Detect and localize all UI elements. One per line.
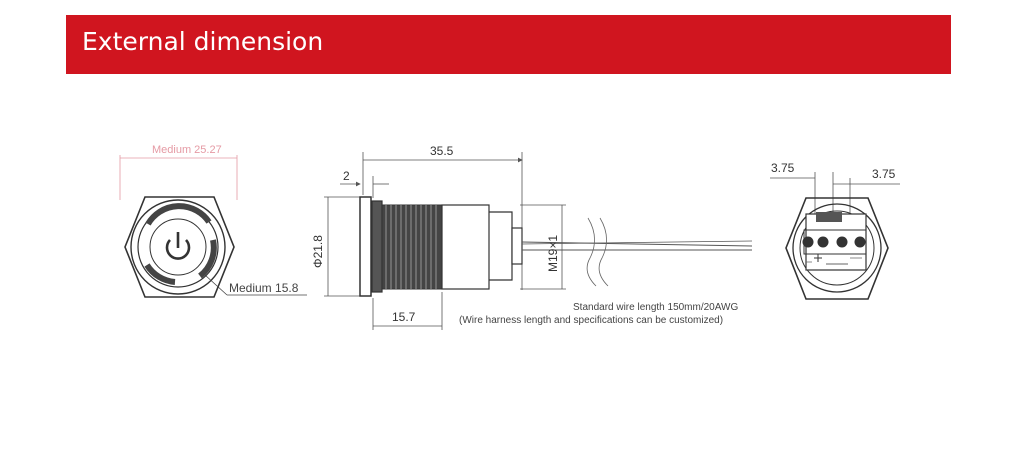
front-bottom-dimension: Medium 15.8 xyxy=(229,281,299,295)
page-title: External dimension xyxy=(82,27,324,56)
power-icon xyxy=(165,232,191,260)
wire-note-line1: Standard wire length 150mm/20AWG xyxy=(573,302,738,313)
side-body-dimension: 15.7 xyxy=(392,310,416,324)
side-flange-dimension: 2 xyxy=(343,169,350,183)
side-length-dimension: 35.5 xyxy=(430,144,454,158)
header-banner: External dimension xyxy=(66,15,951,74)
side-view: 35.5 2 Φ21.8 xyxy=(311,144,753,330)
back-left-dimension: 3.75 xyxy=(771,161,795,175)
back-view: 3.75 3.75 xyxy=(770,161,900,300)
hex-nut xyxy=(124,196,235,298)
front-top-dimension: Medium 25.27 xyxy=(152,144,222,156)
wire-note-line2: (Wire harness length and specifications … xyxy=(459,315,723,326)
back-hex-nut xyxy=(785,197,889,300)
side-thread-dimension: M19×1 xyxy=(546,235,560,272)
side-diameter-dimension: Φ21.8 xyxy=(311,235,325,268)
back-right-dimension: 3.75 xyxy=(872,167,896,181)
front-view: Medium 25.27 Medium 15.8 xyxy=(119,144,307,298)
